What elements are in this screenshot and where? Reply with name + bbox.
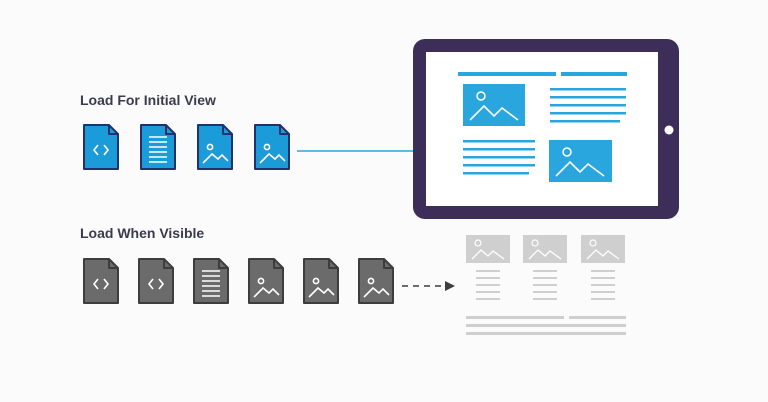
lazy-page-mockup — [466, 235, 626, 335]
code-file-icon — [83, 258, 119, 304]
code-file-icon — [138, 258, 174, 304]
code-file-icon — [83, 124, 119, 170]
image-file-icon — [254, 124, 290, 170]
tablet-device — [413, 39, 679, 219]
tablet-screen — [426, 52, 658, 206]
screen-image-placeholder — [463, 84, 525, 126]
initial-view-label: Load For Initial View — [80, 92, 216, 108]
tablet-home-button — [664, 125, 674, 135]
image-file-icon — [197, 124, 233, 170]
lazy-image-placeholder — [466, 235, 510, 263]
screen-image-placeholder — [549, 140, 612, 182]
screen-header-bar — [561, 72, 627, 76]
when-visible-label: Load When Visible — [80, 225, 205, 241]
lazy-image-placeholder — [523, 235, 567, 263]
image-file-icon — [358, 258, 394, 304]
dashed-arrow — [402, 281, 455, 291]
lazy-text-lines — [466, 270, 626, 335]
text-file-icon — [193, 258, 229, 304]
screen-header-bar — [458, 72, 556, 76]
image-file-icon — [303, 258, 339, 304]
lazy-image-placeholder — [581, 235, 625, 263]
initial-view-file-row — [82, 123, 310, 171]
image-file-icon — [248, 258, 284, 304]
when-visible-file-row — [82, 257, 412, 305]
text-file-icon — [140, 124, 176, 170]
screen-text-lines — [463, 88, 626, 175]
